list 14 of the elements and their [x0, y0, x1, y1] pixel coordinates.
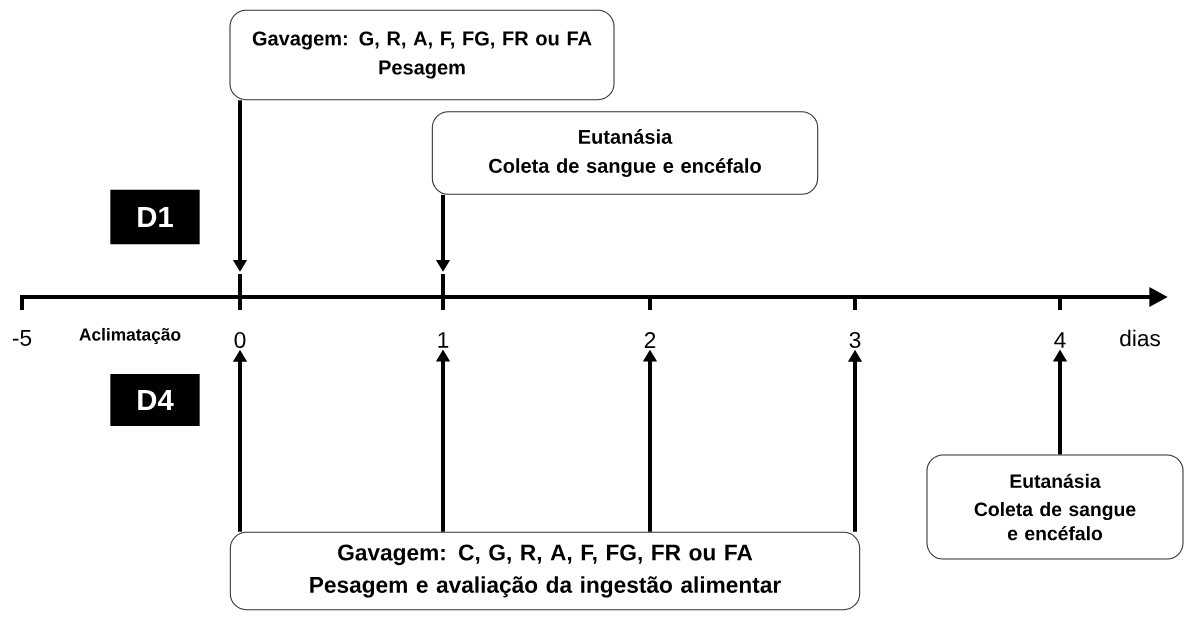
- label-box: D4: [110, 374, 200, 426]
- event-box: Eutanásia Coleta de sangue e encéfalo: [431, 111, 819, 195]
- tick-label: 2: [644, 332, 656, 348]
- tick-label: -5: [12, 330, 32, 346]
- tick-label: 3: [849, 332, 861, 349]
- axis-label: Aclimatação: [79, 327, 181, 345]
- label-box: D1: [110, 189, 200, 245]
- tick-label: 0: [234, 332, 246, 349]
- tick-label: 4: [1054, 332, 1066, 348]
- tick-label: 1: [438, 332, 449, 348]
- event-box: Eutanásia Coleta de sangue e encéfalo: [926, 454, 1184, 560]
- event-box: Gavagem: G, R, A, F, FG, FR ou FA Pesagem: [229, 9, 615, 101]
- axis-label: dias: [1120, 329, 1160, 347]
- event-box: Gavagem: C, G, R, A, F, FG, FR ou FA Pesagem e avaliação da ingestão alimentar: [229, 531, 861, 611]
